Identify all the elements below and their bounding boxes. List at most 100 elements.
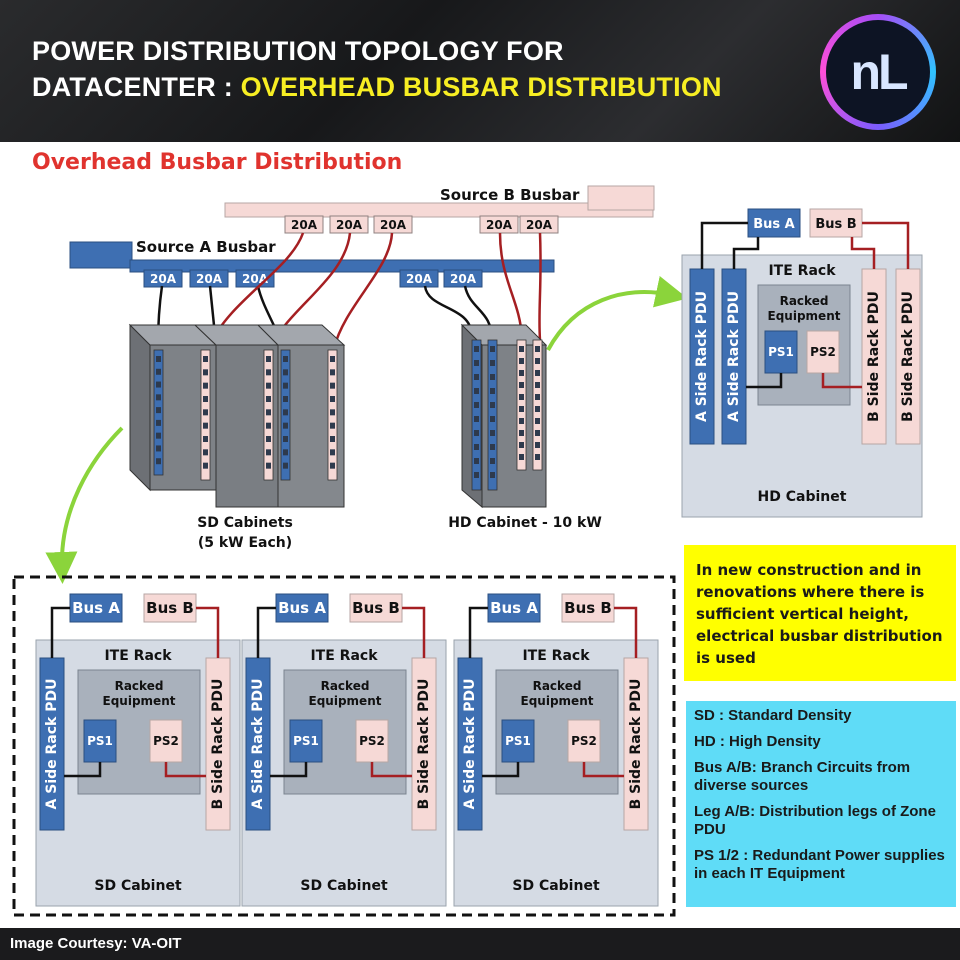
topology-diagram: Source B Busbar 20A 20A 20A 20A 20A Source A… — [12, 185, 923, 917]
pdu-label: A Side Rack PDU — [726, 291, 742, 422]
cabinet-pdu-strip — [200, 349, 211, 481]
source-b-breaker: 20A — [373, 215, 413, 234]
racked-label-1: Racked — [115, 679, 164, 693]
bus-a-box: Bus A — [275, 593, 329, 623]
sd-cabinets-illustration — [128, 323, 346, 508]
breaker-label: 20A — [380, 218, 407, 232]
source-a-breaker: 20A — [443, 269, 483, 288]
sd-caption-2: (5 kW Each) — [198, 535, 292, 551]
breaker-label: 20A — [242, 272, 269, 286]
title-line-1: POWER DISTRIBUTION TOPOLOGY FOR — [32, 36, 564, 66]
source-b-breaker: 20A — [519, 215, 559, 234]
racked-label-2: Equipment — [309, 694, 382, 708]
ps1-label: PS1 — [768, 345, 794, 359]
ite-rack-label: ITE Rack — [104, 648, 172, 664]
source-b-breaker: 20A — [284, 215, 324, 234]
ps1-box: PS1 — [289, 719, 323, 763]
racked-label-1: Racked — [780, 294, 829, 308]
cabinet-caption: SD Cabinet — [94, 878, 182, 894]
ps1-label: PS1 — [505, 734, 531, 748]
nl-logo: nL — [820, 14, 936, 130]
ps1-box: PS1 — [764, 330, 798, 374]
title-line-2: DATACENTER : OVERHEAD BUSBAR DISTRIBUTIO… — [32, 72, 722, 103]
ps1-label: PS1 — [293, 734, 319, 748]
a-side-rack-pdu: A Side Rack PDU — [457, 657, 483, 831]
header-banner: POWER DISTRIBUTION TOPOLOGY FOR DATACENT… — [0, 0, 960, 142]
pdu-label: A Side Rack PDU — [462, 679, 478, 810]
legend-item: HD : High Density — [694, 733, 821, 750]
source-a-breaker: 20A — [399, 269, 439, 288]
b-side-rack-pdu: B Side Rack PDU — [411, 657, 437, 831]
pdu-label: A Side Rack PDU — [44, 679, 60, 810]
a-side-rack-pdu: A Side Rack PDU — [689, 268, 715, 445]
pdu-label: B Side Rack PDU — [900, 291, 916, 422]
bus-b-box: Bus B — [809, 208, 863, 238]
racked-label-2: Equipment — [103, 694, 176, 708]
cabinet-caption: HD Cabinet — [758, 489, 847, 505]
racked-label-2: Equipment — [521, 694, 594, 708]
ps2-box: PS2 — [149, 719, 183, 763]
bus-a-label: Bus A — [72, 599, 120, 617]
pdu-label: B Side Rack PDU — [866, 291, 882, 422]
source-b-label: Source B Busbar — [440, 186, 580, 204]
hd-caption: HD Cabinet - 10 kW — [448, 515, 602, 531]
breaker-label: 20A — [526, 218, 553, 232]
legend-item: PS 1/2 : Redundant Power supplies in eac… — [694, 847, 945, 882]
sd-caption-1: SD Cabinets — [197, 515, 293, 531]
cabinet-pdu-strip — [487, 339, 498, 491]
source-a-label: Source A Busbar — [136, 238, 276, 256]
ps2-box: PS2 — [567, 719, 601, 763]
ps2-box: PS2 — [355, 719, 389, 763]
breaker-label: 20A — [150, 272, 177, 286]
footer: Image Courtesy: VA-OIT — [0, 928, 960, 960]
legend-item: SD : Standard Density — [694, 707, 852, 724]
breaker-label: 20A — [486, 218, 513, 232]
title-highlight: OVERHEAD BUSBAR DISTRIBUTION — [240, 72, 722, 102]
ite-rack-label: ITE Rack — [768, 263, 836, 279]
b-side-rack-pdu: B Side Rack PDU — [895, 268, 921, 445]
a-side-rack-pdu: A Side Rack PDU — [39, 657, 65, 831]
cabinet-pdu-strip — [263, 349, 274, 481]
footer-credit: Image Courtesy: VA-OIT — [10, 935, 182, 952]
cabinet-pdu-strip — [516, 339, 527, 471]
ps2-label: PS2 — [810, 345, 836, 359]
a-side-rack-pdu: A Side Rack PDU — [721, 268, 747, 445]
legend-item: Leg A/B: Distribution legs of Zone PDU — [694, 803, 936, 838]
ps1-box: PS1 — [83, 719, 117, 763]
bus-a-label: Bus A — [278, 599, 326, 617]
legend-box: SD : Standard Density HD : High Density … — [686, 701, 956, 907]
section-title: Overhead Busbar Distribution — [32, 150, 403, 175]
cabinet-pdu-strip — [280, 349, 291, 481]
hd-cabinet-illustration — [460, 323, 548, 509]
arrow-to-hd-detail — [546, 276, 688, 351]
legend-item: Bus A/B: Branch Circuits from diverse so… — [694, 759, 911, 794]
source-a-breaker: 20A — [189, 269, 229, 288]
cabinet-pdu-strip — [153, 349, 164, 476]
bus-a-label: Bus A — [490, 599, 538, 617]
b-side-rack-pdu: B Side Rack PDU — [623, 657, 649, 831]
logo-text: nL — [826, 20, 930, 124]
breaker-label: 20A — [450, 272, 477, 286]
bus-a-label: Bus A — [753, 217, 795, 232]
ps2-label: PS2 — [359, 734, 385, 748]
b-side-rack-pdu: B Side Rack PDU — [205, 657, 231, 831]
racked-label-1: Racked — [533, 679, 582, 693]
note-text: In new construction and in renovations w… — [696, 561, 943, 667]
pdu-label: B Side Rack PDU — [416, 679, 432, 810]
bus-a-box: Bus A — [747, 208, 801, 238]
ite-rack-label: ITE Rack — [310, 648, 378, 664]
racked-label-2: Equipment — [768, 309, 841, 323]
source-b-busbar: Source B Busbar 20A 20A 20A 20A 20A — [224, 185, 655, 234]
bus-a-box: Bus A — [487, 593, 541, 623]
source-b-breaker: 20A — [329, 215, 369, 234]
b-side-rack-pdu: B Side Rack PDU — [861, 268, 887, 445]
cabinet-pdu-strip — [471, 339, 482, 491]
title-prefix: DATACENTER : — [32, 72, 241, 102]
ps1-label: PS1 — [87, 734, 113, 748]
